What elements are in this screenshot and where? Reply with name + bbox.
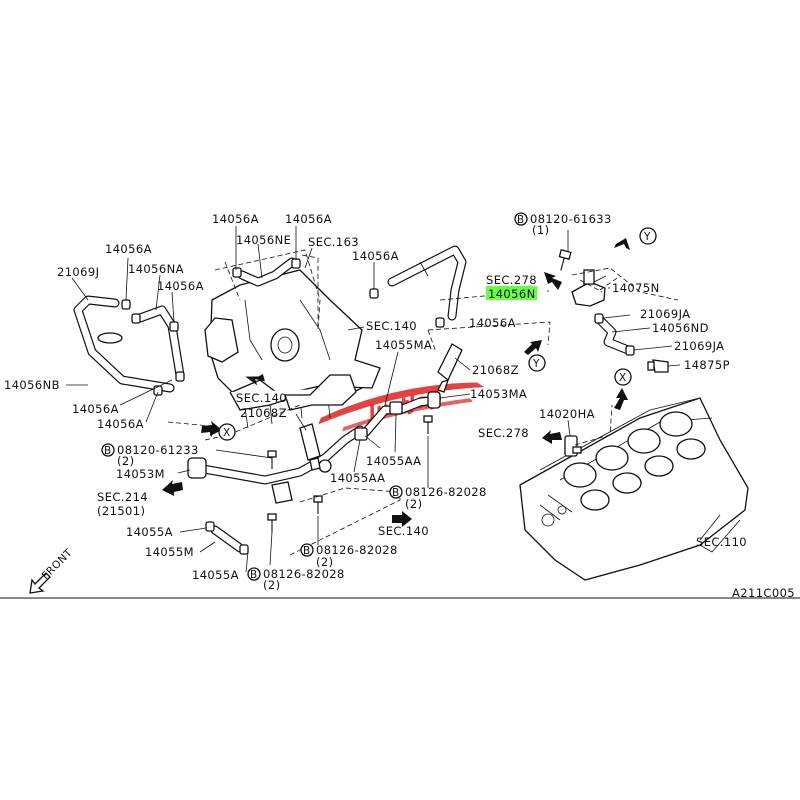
label-14056A-right: 14056A (469, 316, 516, 330)
part-14020HA (564, 435, 582, 457)
label-14020HA: 14020HA (539, 407, 595, 421)
label-14875P: 14875P (684, 358, 730, 372)
ref-x-left: X (223, 427, 231, 439)
ref-y-mid: Y (532, 358, 540, 370)
label-bolt-08126-82028-b: 08126-82028 (316, 543, 398, 557)
hose-14056NE (237, 257, 297, 287)
label-14056A-top-2: 14056A (285, 212, 332, 226)
label-14056NA: 14056NA (128, 262, 184, 276)
part-21068Z-right (437, 343, 463, 393)
ref-y-top: Y (643, 231, 651, 243)
label-bolt-08120-61633: 08120-61633 (530, 212, 612, 226)
label-bolt-08126-82028-c-qty: (2) (263, 578, 281, 592)
label-14055AA-b: 14055AA (330, 471, 385, 485)
label-14055A-a: 14055A (126, 525, 173, 539)
hose-14056ND (595, 315, 633, 355)
label-sec278-b: SEC.278 (478, 426, 529, 440)
label-14056N: 14056N (488, 287, 536, 301)
label-14055MA: 14055MA (375, 338, 432, 352)
bolt-marker-icon (101, 212, 528, 581)
label-bolt-08126-82028-c: 08126-82028 (263, 567, 345, 581)
label-sec110: SEC.110 (696, 535, 747, 549)
label-14056A-left: 14056A (105, 242, 152, 256)
engine-block (519, 397, 749, 581)
label-14056A-mid: 14056A (157, 279, 204, 293)
hose-21069J (73, 295, 175, 393)
hose-clamps (97, 258, 635, 555)
label-sec163: SEC.163 (308, 235, 359, 249)
part-21068Z-left (299, 423, 321, 471)
bolt-marker-2: B (392, 487, 400, 499)
bolts (267, 249, 572, 532)
label-sec140-a: SEC.140 (366, 319, 417, 333)
label-14053MA: 14053MA (470, 387, 527, 401)
label-bolt-08120-61633-qty: (1) (532, 223, 550, 237)
diagram-code: A211C005 (732, 586, 795, 600)
leader-lines (66, 226, 721, 573)
hose-14055M (210, 525, 245, 553)
label-14056ND: 14056ND (652, 321, 709, 335)
label-sec214-sub: (21501) (97, 504, 145, 518)
front-label: FRONT (40, 547, 75, 582)
label-bolt-08126-82028-a: 08126-82028 (405, 485, 487, 499)
label-14056A-bottom-left-2: 14056A (97, 417, 144, 431)
label-sec214: SEC.214 (97, 490, 148, 504)
label-21069JA-b: 21069JA (674, 339, 724, 353)
label-bolt-08126-82028-b-qty: (2) (316, 555, 334, 569)
label-14056A-bottom-left-1: 14056A (72, 402, 119, 416)
hose-14056N (387, 245, 467, 321)
label-14056NE: 14056NE (236, 233, 291, 247)
label-14056A-top-1: 14056A (212, 212, 259, 226)
label-sec278-a: SEC.278 (486, 273, 537, 287)
label-14075N: 14075N (612, 281, 660, 295)
bolt-marker-1: B (104, 445, 112, 457)
label-14055A-b: 14055A (192, 568, 239, 582)
pipe-14053MA (395, 391, 441, 415)
label-14053M: 14053M (116, 467, 165, 481)
front-arrow-icon (29, 572, 51, 594)
label-14055M: 14055M (145, 545, 194, 559)
label-bolt-08120-61233-qty: (2) (117, 454, 135, 468)
label-14056NB: 14056NB (4, 378, 60, 392)
pipe-14053M (187, 425, 365, 504)
bolt-marker-5: B (517, 214, 525, 226)
bolt-marker-4: B (250, 569, 258, 581)
ref-x-right: X (619, 372, 627, 384)
intake-manifold (204, 269, 381, 429)
label-21069JA-a: 21069JA (640, 307, 690, 321)
bolt-marker-3: B (303, 545, 311, 557)
section-arrow-icon (162, 238, 630, 527)
label-21068Z-left: 21068Z (240, 406, 287, 420)
guide-lines (167, 254, 679, 556)
highlight-14056N (486, 286, 537, 300)
hose-14056NA (135, 305, 185, 380)
part-14055AA-fitting (354, 401, 403, 441)
label-21068Z-right: 21068Z (472, 363, 519, 377)
label-bolt-08126-82028-a-qty: (2) (405, 497, 423, 511)
reference-circle-icon (218, 227, 657, 441)
label-bolt-08120-61233: 08120-61233 (117, 443, 199, 457)
label-sec140-c: SEC.140 (378, 524, 429, 538)
label-14056A-center: 14056A (352, 249, 399, 263)
part-14875P (647, 359, 669, 373)
label-14055AA-a: 14055AA (366, 454, 421, 468)
label-sec140-b: SEC.140 (236, 391, 287, 405)
part-14075N (571, 269, 607, 307)
label-21069J: 21069J (57, 265, 99, 279)
